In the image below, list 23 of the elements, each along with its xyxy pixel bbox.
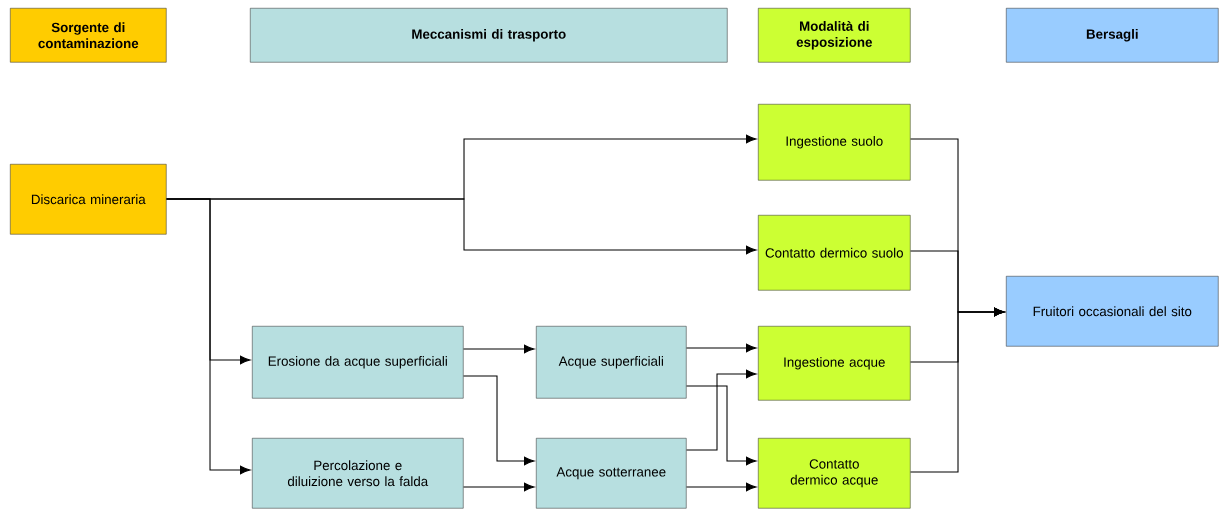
arrow <box>463 482 535 492</box>
arrow <box>166 198 251 475</box>
arrow <box>463 375 535 466</box>
arrow <box>463 344 535 354</box>
exposure-box: Contatto dermico suolo <box>758 215 911 291</box>
arrow <box>686 385 757 466</box>
exposure-box: Ingestione suolo <box>758 104 911 181</box>
source-box: Discarica mineraria <box>10 164 167 235</box>
header-box: Bersagli <box>1006 8 1219 63</box>
transport-box: Erosione da acque superficiali <box>252 326 464 399</box>
transport-box: Percolazione e diluizione verso la falda <box>252 438 464 509</box>
arrow <box>686 369 757 451</box>
header-box: Modalità di esposizione <box>758 8 911 63</box>
header-box: Meccanismi di trasporto <box>250 8 728 63</box>
header-box: Sorgente di contaminazione <box>10 8 167 63</box>
transport-box: Acque sotterranee <box>536 438 687 509</box>
exposure-box: Contatto dermico acque <box>758 438 911 509</box>
target-box: Fruitori occasionali del sito <box>1006 276 1219 347</box>
arrow <box>686 343 757 353</box>
arrow <box>910 307 1005 473</box>
arrow <box>686 482 757 492</box>
exposure-box: Ingestione acque <box>758 326 911 401</box>
transport-box: Acque superficiali <box>536 326 687 399</box>
